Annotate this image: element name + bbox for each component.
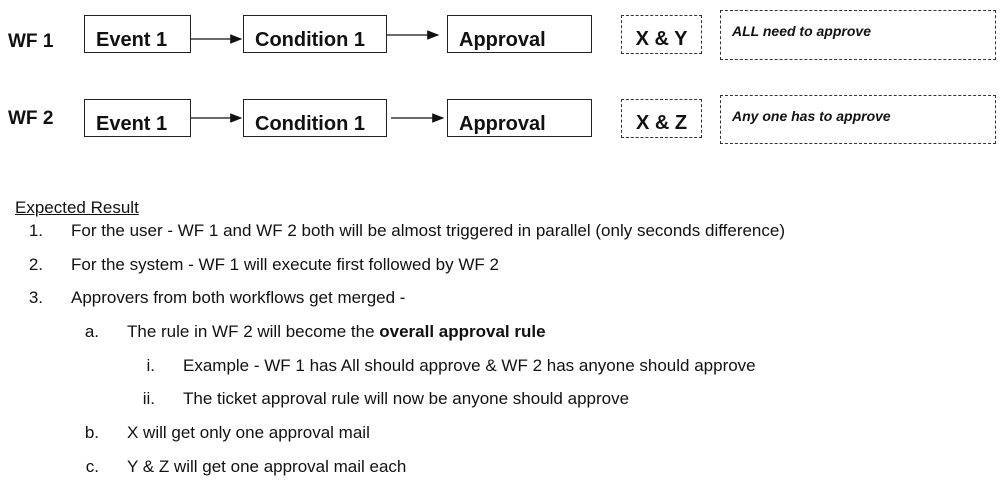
list-item: Approvers from both workflows get merged… xyxy=(71,288,406,307)
wf2-approval-box: Approval xyxy=(447,99,592,137)
list-item: Example - WF 1 has All should approve & … xyxy=(183,356,756,375)
list-marker: a. xyxy=(84,322,99,341)
list-item: Y & Z will get one approval mail each xyxy=(127,457,407,476)
wf2-event-box: Event 1 xyxy=(84,99,191,137)
wf2-approvers-box: X & Z xyxy=(621,99,702,138)
list-marker: 1. xyxy=(28,221,43,240)
list-item-bold-text: overall approval rule xyxy=(379,322,546,341)
wf1-approval-box: Approval xyxy=(447,15,592,53)
list-item: X will get only one approval mail xyxy=(127,423,370,442)
wf1-label: WF 1 xyxy=(8,31,54,52)
list-marker: 3. xyxy=(28,288,43,307)
wf1-condition-box: Condition 1 xyxy=(243,15,387,53)
list-marker: 2. xyxy=(28,255,43,274)
wf1-event-box: Event 1 xyxy=(84,15,191,53)
wf2-label: WF 2 xyxy=(8,108,54,129)
list-marker: c. xyxy=(85,457,99,476)
wf1-rule-note: ALL need to approve xyxy=(720,10,996,60)
flow-arrows xyxy=(191,30,445,123)
list-item: For the user - WF 1 and WF 2 both will b… xyxy=(71,221,785,240)
list-marker: ii. xyxy=(142,389,155,408)
list-item: For the system - WF 1 will execute first… xyxy=(71,255,499,274)
list-item: The rule in WF 2 will become the overall… xyxy=(127,322,546,342)
list-item: The ticket approval rule will now be any… xyxy=(183,389,630,408)
wf2-condition-box: Condition 1 xyxy=(243,99,387,137)
list-marker: i. xyxy=(146,356,156,375)
list-marker: b. xyxy=(84,423,99,442)
expected-result-heading: Expected Result xyxy=(15,198,139,217)
wf1-approvers-box: X & Y xyxy=(621,15,702,54)
list-item-text: The rule in WF 2 will become the xyxy=(127,322,380,341)
wf2-rule-note: Any one has to approve xyxy=(720,95,996,144)
